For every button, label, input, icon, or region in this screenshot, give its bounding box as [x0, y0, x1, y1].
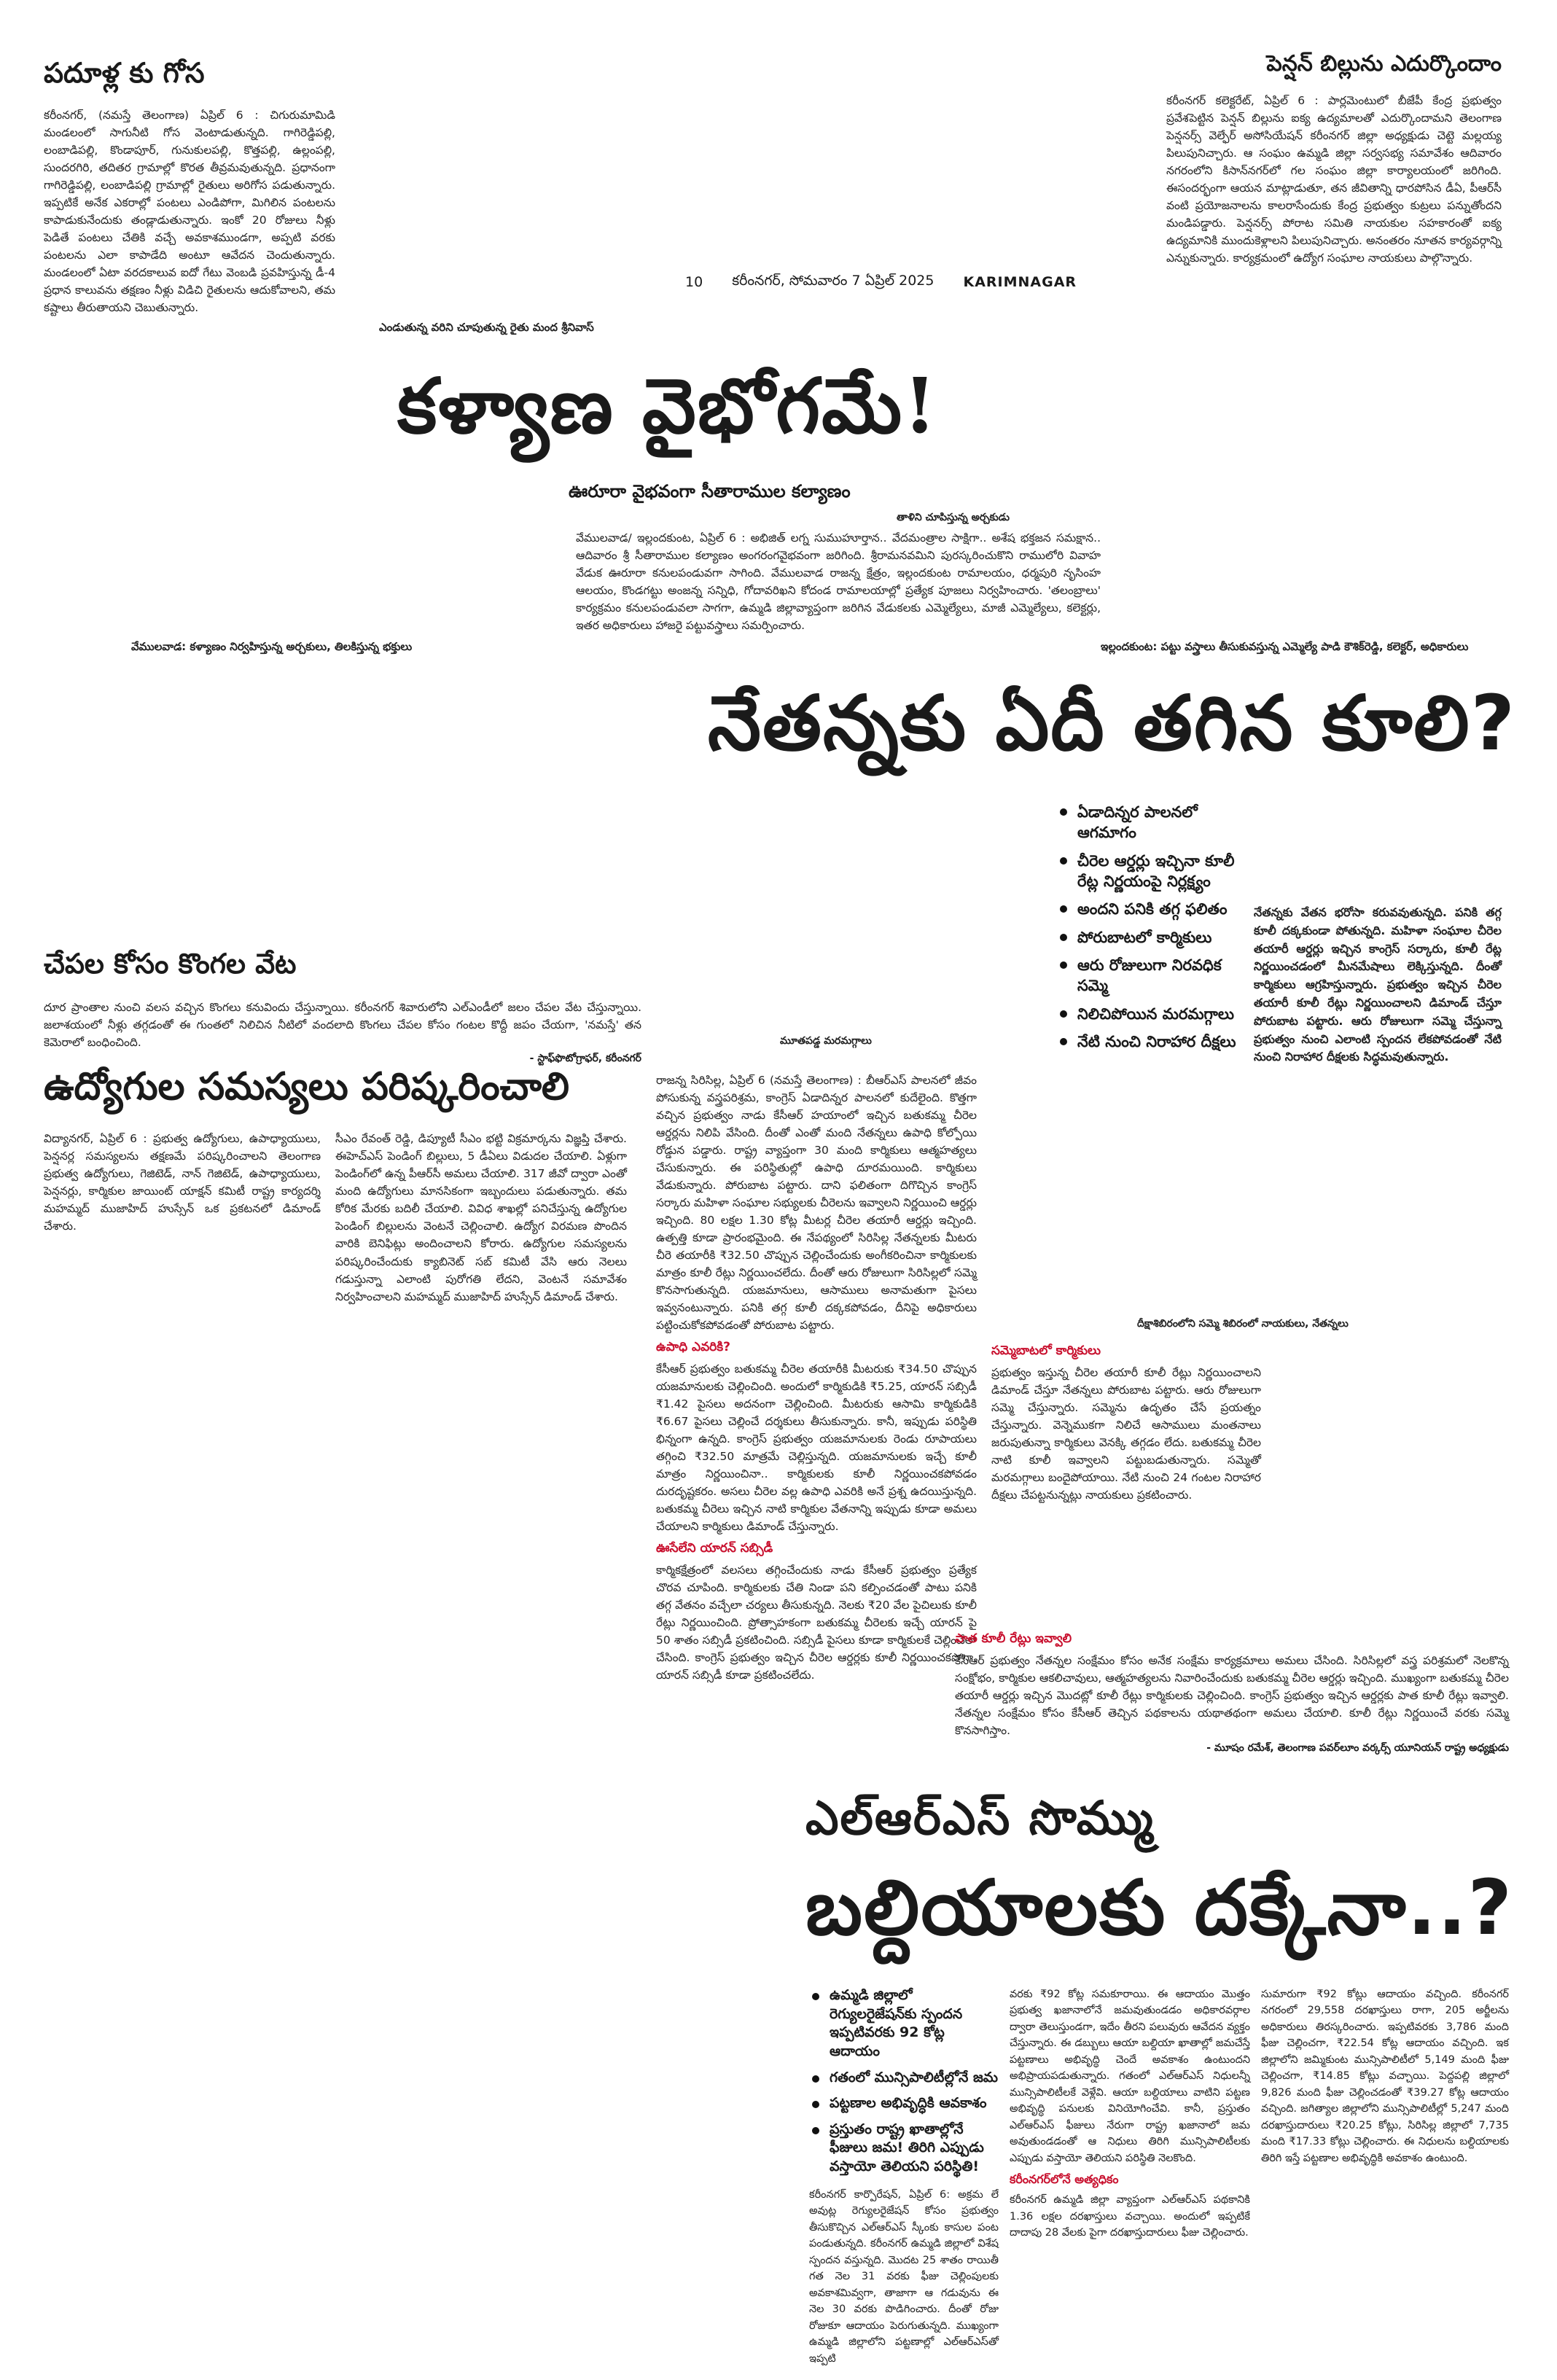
nethanna-bullets: ఏడాదిన్నర పాలనలో ఆగమాగం చీరెల ఆర్డర్లు ఇ…	[1057, 802, 1243, 1059]
photo-caption: తాళిని చూపిస్తున్న అర్చకుడు	[897, 512, 1010, 523]
kalyanam-subhead: ఊరూరా వైభవంగా సీతారాముల కల్యాణం	[569, 481, 851, 502]
lrs-col: వరకు ₹92 కోట్ల సమకూరాయి. ఈ ఆదాయం మొత్తం …	[1010, 1989, 1250, 2164]
nethanna-col-left: రాజన్న సిరిసిల్ల, ఏప్రిల్‌ 6 (నమస్తే తెల…	[656, 1072, 977, 1685]
subhead: ఊసేలేని యారన్‌ సబ్సిడీ	[656, 1541, 773, 1556]
kalyanam-headline: కళ్యాణ వైభోగమే!	[397, 361, 938, 450]
bullet-item: నిలిచిపోయిన మరమగ్గాలు	[1057, 1004, 1243, 1024]
story-col: విద్యానగర్‌, ఏప్రిల్‌ 6 : ప్రభుత్వ ఉద్యో…	[44, 1132, 321, 1233]
bullet-item: పట్టణాల అభివృద్ధికి ఆవకాశం	[809, 2094, 999, 2113]
photo-caption: మూతపడ్డ మరమగ్గాలు	[780, 1035, 872, 1047]
subhead: సమ్మెబాటలో కార్మికులు	[991, 1343, 1101, 1358]
photo-caption: దీక్షాశిబిరంలోని సమ్మె శిబిరంలో నాయకులు,…	[1137, 1318, 1349, 1330]
dateline: కరీంనగర్‌, సోమవారం 7 ఏప్రిల్‌ 2025	[732, 272, 934, 289]
masthead: 10 కరీంనగర్‌, సోమవారం 7 ఏప్రిల్‌ 2025 KA…	[685, 271, 1152, 293]
edition-name: KARIMNAGAR	[963, 274, 1077, 290]
bullet-item: ప్రస్తుతం రాష్ట్ర ఖాతాల్లోనే ఫీజులు జమ! …	[809, 2120, 999, 2177]
subhead: ఉపాధి ఎవరికి?	[656, 1340, 731, 1355]
photo-area	[350, 51, 1152, 262]
bullet-item: ఏడాదిన్నర పాలనలో ఆగమాగం	[1057, 802, 1243, 843]
story-col: సీఎం రేవంత్‌ రెడ్డి, డిప్యూటీ సీఎం భట్టి…	[335, 1132, 627, 1303]
photo-caption: ఇల్లందకుంట: పట్టు వస్త్రాలు తీసుకువస్తున…	[1101, 640, 1469, 653]
story-title: పదూళ్ల కు గోస	[44, 57, 205, 89]
story-col: కేసీఆర్‌ ప్రభుత్వం నేతన్నల సంక్షేమం కోసం…	[955, 1654, 1509, 1738]
bullet-item: పోరుబాటలో కార్మికులు	[1057, 927, 1243, 948]
lrs-col: కరీంనగర్‌ ఉమ్మడి జిల్లా వ్యాప్తంగా ఎల్‌ఆ…	[1010, 2194, 1250, 2239]
story-udyogulu: ఉద్యోగుల సమస్యలు పరిష్కరించాలి విద్యానగర…	[44, 1064, 641, 1306]
photo-caption: వేములవాడ: కళ్యాణం నిర్వహిస్తున్న అర్చకుల…	[131, 640, 413, 653]
lrs-headline-2: బల్దియాలకు దక్కేనా..?	[805, 1863, 1513, 1952]
story-body: కరీంనగర్‌ కలెక్టరేట్‌, ఏప్రిల్‌ 6 : పార్…	[1166, 94, 1502, 265]
nethanna-col-quote: పాత కూలీ రేట్లు ఇవ్వాలి కేసీఆర్‌ ప్రభుత్…	[955, 1626, 1509, 1756]
bullet-item: చీరెల ఆర్డర్లు ఇచ్చినా కూలీ రేట్ల నిర్ణయ…	[1057, 851, 1243, 892]
bullet-item: ఉమ్మడి జిల్లాలో రెగ్యులరైజేషన్‌కు స్పందన…	[809, 1986, 999, 2061]
story-title: ఉద్యోగుల సమస్యలు పరిష్కరించాలి	[44, 1065, 570, 1109]
subhead: పాత కూలీ రేట్లు ఇవ్వాలి	[955, 1631, 1072, 1646]
story-col: ప్రభుత్వం ఇస్తున్న చీరెల తయారీ కూలీ రేట్…	[991, 1366, 1261, 1502]
page-number: 10	[685, 274, 703, 290]
story-title: చేపల కోసం కొంగల వేట	[44, 948, 297, 980]
story-col: రాజన్న సిరిసిల్ల, ఏప్రిల్‌ 6 (నమస్తే తెల…	[656, 1074, 977, 1333]
story-body: దూర ప్రాంతాల నుంచి వలస వచ్చిన కొంగలు కను…	[44, 1001, 641, 1050]
lrs-col: సుమారుగా ₹92 కోట్లు ఆదాయం వచ్చింది. కరీం…	[1261, 1989, 1509, 2164]
bullet-item: ఆరు రోజులుగా నిరవధిక సమ్మె	[1057, 955, 1243, 996]
bullet-item: అందని పనికి తగ్గ ఫలితం	[1057, 899, 1243, 919]
kalyanam-body: వేములవాడ/ ఇల్లందకుంట, ఏప్రిల్‌ 6 : అభిజి…	[576, 531, 1101, 633]
bullet-item: నేటి నుంచి నిరాహార దీక్షలు	[1057, 1031, 1243, 1052]
photo-credit: - స్టాఫ్‌ఫొటోగ్రాఫర్‌, కరీంనగర్‌	[529, 1053, 641, 1065]
story-konga: చేపల కోసం కొంగల వేట దూర ప్రాంతాల నుంచి వ…	[44, 948, 641, 1066]
subhead: కరీంనగర్‌లోనే అత్యధికం	[1010, 2172, 1119, 2187]
story-pension: పెన్షన్‌ బిల్లును ఎదుర్కొందాం కరీంనగర్‌ …	[1166, 51, 1502, 267]
story-body: కరీంనగర్‌, (నమస్తే తెలంగాణ) ఏప్రిల్‌ 6 :…	[44, 108, 335, 314]
lrs-col-mid: వరకు ₹92 కోట్ల సమకూరాయి. ఈ ఆదాయం మొత్తం …	[1010, 1986, 1250, 2242]
nethanna-headline: నేతన్నకు ఏదీ తగిన కూలి?	[708, 679, 1516, 768]
lrs-bullets: ఉమ్మడి జిల్లాలో రెగ్యులరైజేషన్‌కు స్పందన…	[809, 1986, 999, 2184]
nethanna-col-mid: సమ్మెబాటలో కార్మికులు ప్రభుత్వం ఇస్తున్న…	[991, 1338, 1261, 1504]
photo-caption: ఎండుతున్న వరిని చూపుతున్న రైతు మంద శ్రీన…	[379, 321, 594, 334]
story-col: కేసీఆర్‌ ప్రభుత్వం బతుకమ్మ చీరెల తయారీకి…	[656, 1362, 977, 1534]
nethanna-intro: నేతన్నకు వేతన భరోసా కరువవుతున్నది. పనికి…	[1254, 905, 1502, 1064]
quote-byline: - మూషం రమేశ్‌, తెలంగాణ పవర్‌లూం వర్కర్స్…	[1206, 1742, 1509, 1755]
lrs-headline-1: ఎల్‌ఆర్‌ఎస్‌ సొమ్ము	[805, 1792, 1155, 1846]
story-col: కార్మికక్షేత్రంలో వలసలు తగ్గించేందుకు నా…	[656, 1564, 977, 1682]
story-title: పెన్షన్‌ బిల్లును ఎదుర్కొందాం	[1266, 51, 1502, 77]
bullet-item: గతంలో మున్సిపాలిటీల్లోనే జమ	[809, 2069, 999, 2088]
story-padullaku: పదూళ్ల కు గోస కరీంనగర్‌, (నమస్తే తెలంగాణ…	[44, 58, 335, 316]
lrs-col: కరీంనగర్‌ కార్పొరేషన్‌, ఏప్రిల్‌ 6: అక్ర…	[809, 2189, 999, 2365]
